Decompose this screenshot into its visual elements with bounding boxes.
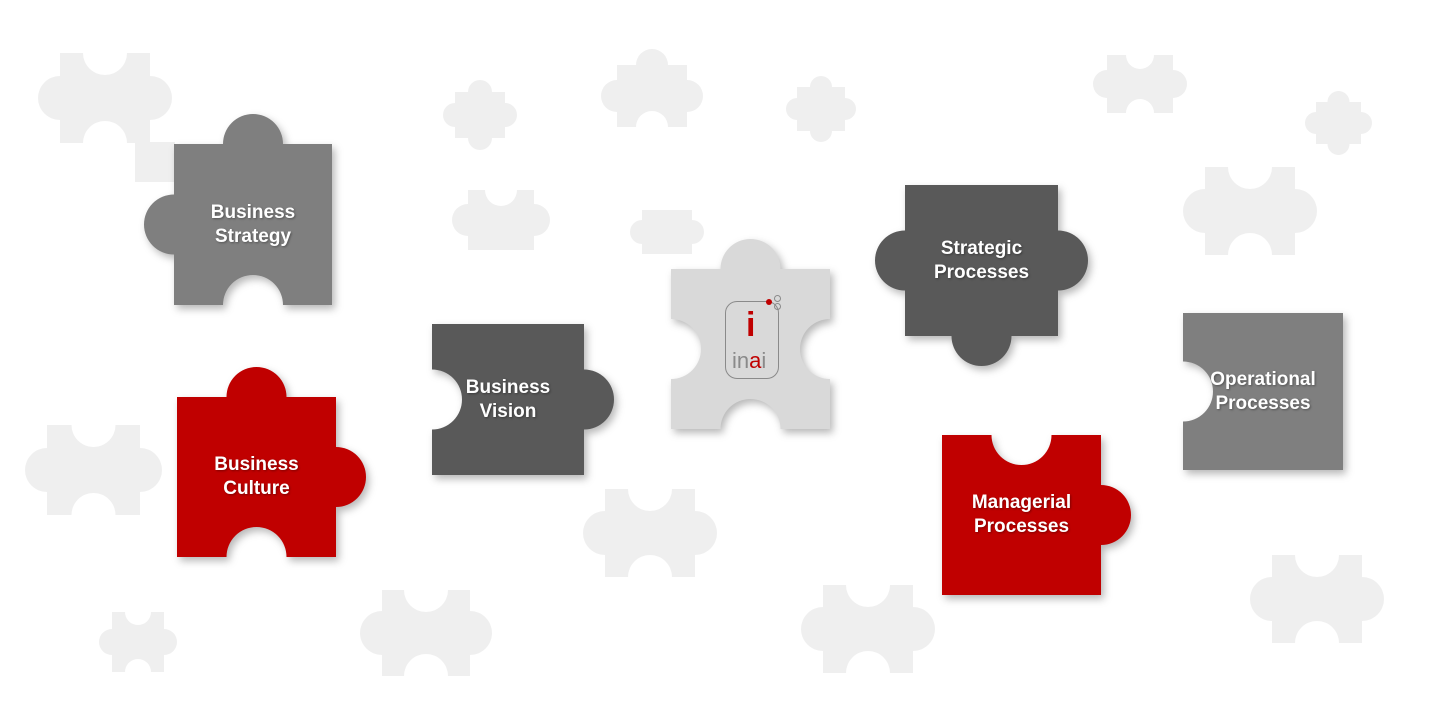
- background-puzzle-piece-icon: [38, 53, 172, 143]
- inai-logo: i inai: [725, 301, 779, 379]
- logo-i-icon: i: [746, 306, 756, 344]
- background-puzzle-piece-icon: [1250, 555, 1384, 643]
- background-puzzle-piece-icon: [1305, 91, 1372, 155]
- background-puzzle-piece-icon: [452, 190, 550, 250]
- logo-dot-icon: [774, 295, 781, 302]
- background-puzzle-piece-icon: [801, 585, 935, 673]
- background-puzzle-piece-icon: [360, 590, 492, 676]
- background-puzzle-piece-icon: [630, 210, 704, 254]
- background-puzzle-piece-icon: [1183, 167, 1317, 255]
- logo-dot-icon: [774, 303, 781, 310]
- background-puzzle-piece-icon: [601, 49, 703, 127]
- background-puzzle-piece-icon: [99, 612, 177, 672]
- background-puzzle-piece-icon: [25, 425, 162, 515]
- background-puzzle-piece-icon: [1093, 55, 1187, 113]
- background-puzzle-piece-icon: [786, 76, 856, 142]
- logo-dot-icon: [766, 299, 772, 305]
- inai-logo-piece: i inai: [671, 239, 830, 429]
- background-puzzle-piece-icon: [443, 80, 517, 150]
- logo-wordmark: inai: [732, 348, 767, 373]
- background-puzzle-piece-icon: [583, 489, 717, 577]
- background-puzzle-piece-icon: [135, 142, 185, 182]
